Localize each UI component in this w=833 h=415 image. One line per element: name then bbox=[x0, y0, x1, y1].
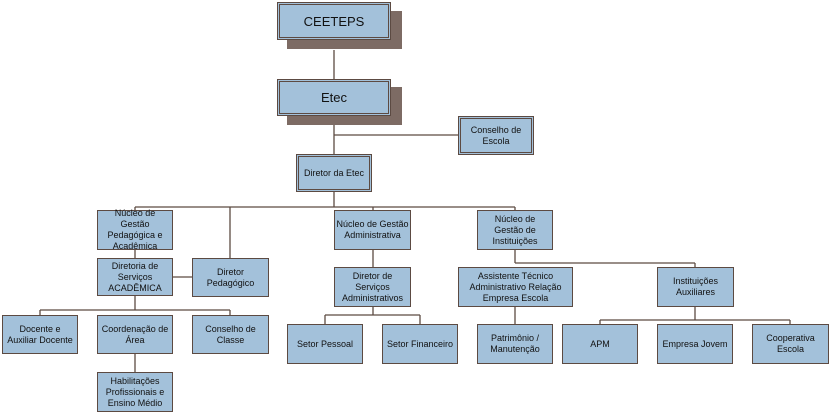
node-docente[interactable]: Docente e Auxiliar Docente bbox=[2, 315, 78, 354]
node-nucleo-instituicoes[interactable]: Núcleo de Gestão de Instituições bbox=[477, 210, 553, 250]
node-diretor-pedagogico[interactable]: Diretor Pedagógico bbox=[192, 258, 269, 297]
node-diretoria-academica[interactable]: Diretoria de Serviços ACADÊMICA bbox=[97, 258, 173, 296]
node-assistente-tecnico[interactable]: Assistente Técnico Administrativo Relaçã… bbox=[458, 267, 573, 307]
node-setor-pessoal[interactable]: Setor Pessoal bbox=[287, 324, 363, 364]
node-cooperativa[interactable]: Cooperativa Escola bbox=[752, 324, 829, 364]
node-conselho-classe[interactable]: Conselho de Classe bbox=[192, 315, 269, 354]
node-ceeteps[interactable]: CEETEPS bbox=[277, 2, 391, 40]
node-empresa-jovem[interactable]: Empresa Jovem bbox=[657, 324, 733, 364]
node-patrimonio[interactable]: Patrimônio / Manutenção bbox=[477, 324, 553, 364]
node-diretor-etec[interactable]: Diretor da Etec bbox=[296, 154, 372, 192]
node-diretor-servicos-adm[interactable]: Diretor de Serviços Administrativos bbox=[334, 267, 411, 307]
node-nucleo-administrativa[interactable]: Núcleo de Gestão Administrativa bbox=[334, 210, 411, 250]
node-coordenacao[interactable]: Coordenação de Área bbox=[97, 315, 173, 354]
node-etec[interactable]: Etec bbox=[277, 79, 391, 116]
node-conselho-escola[interactable]: Conselho de Escola bbox=[458, 116, 534, 155]
node-setor-financeiro[interactable]: Setor Financeiro bbox=[382, 324, 458, 364]
node-habilitacoes[interactable]: Habilitações Profissionais e Ensino Médi… bbox=[97, 372, 173, 412]
node-apm[interactable]: APM bbox=[562, 324, 638, 364]
node-instituicoes-auxiliares[interactable]: Instituições Auxiliares bbox=[657, 267, 734, 307]
node-nucleo-pedagogica[interactable]: Núcleo de Gestão Pedagógica e Acadêmica bbox=[97, 208, 173, 251]
